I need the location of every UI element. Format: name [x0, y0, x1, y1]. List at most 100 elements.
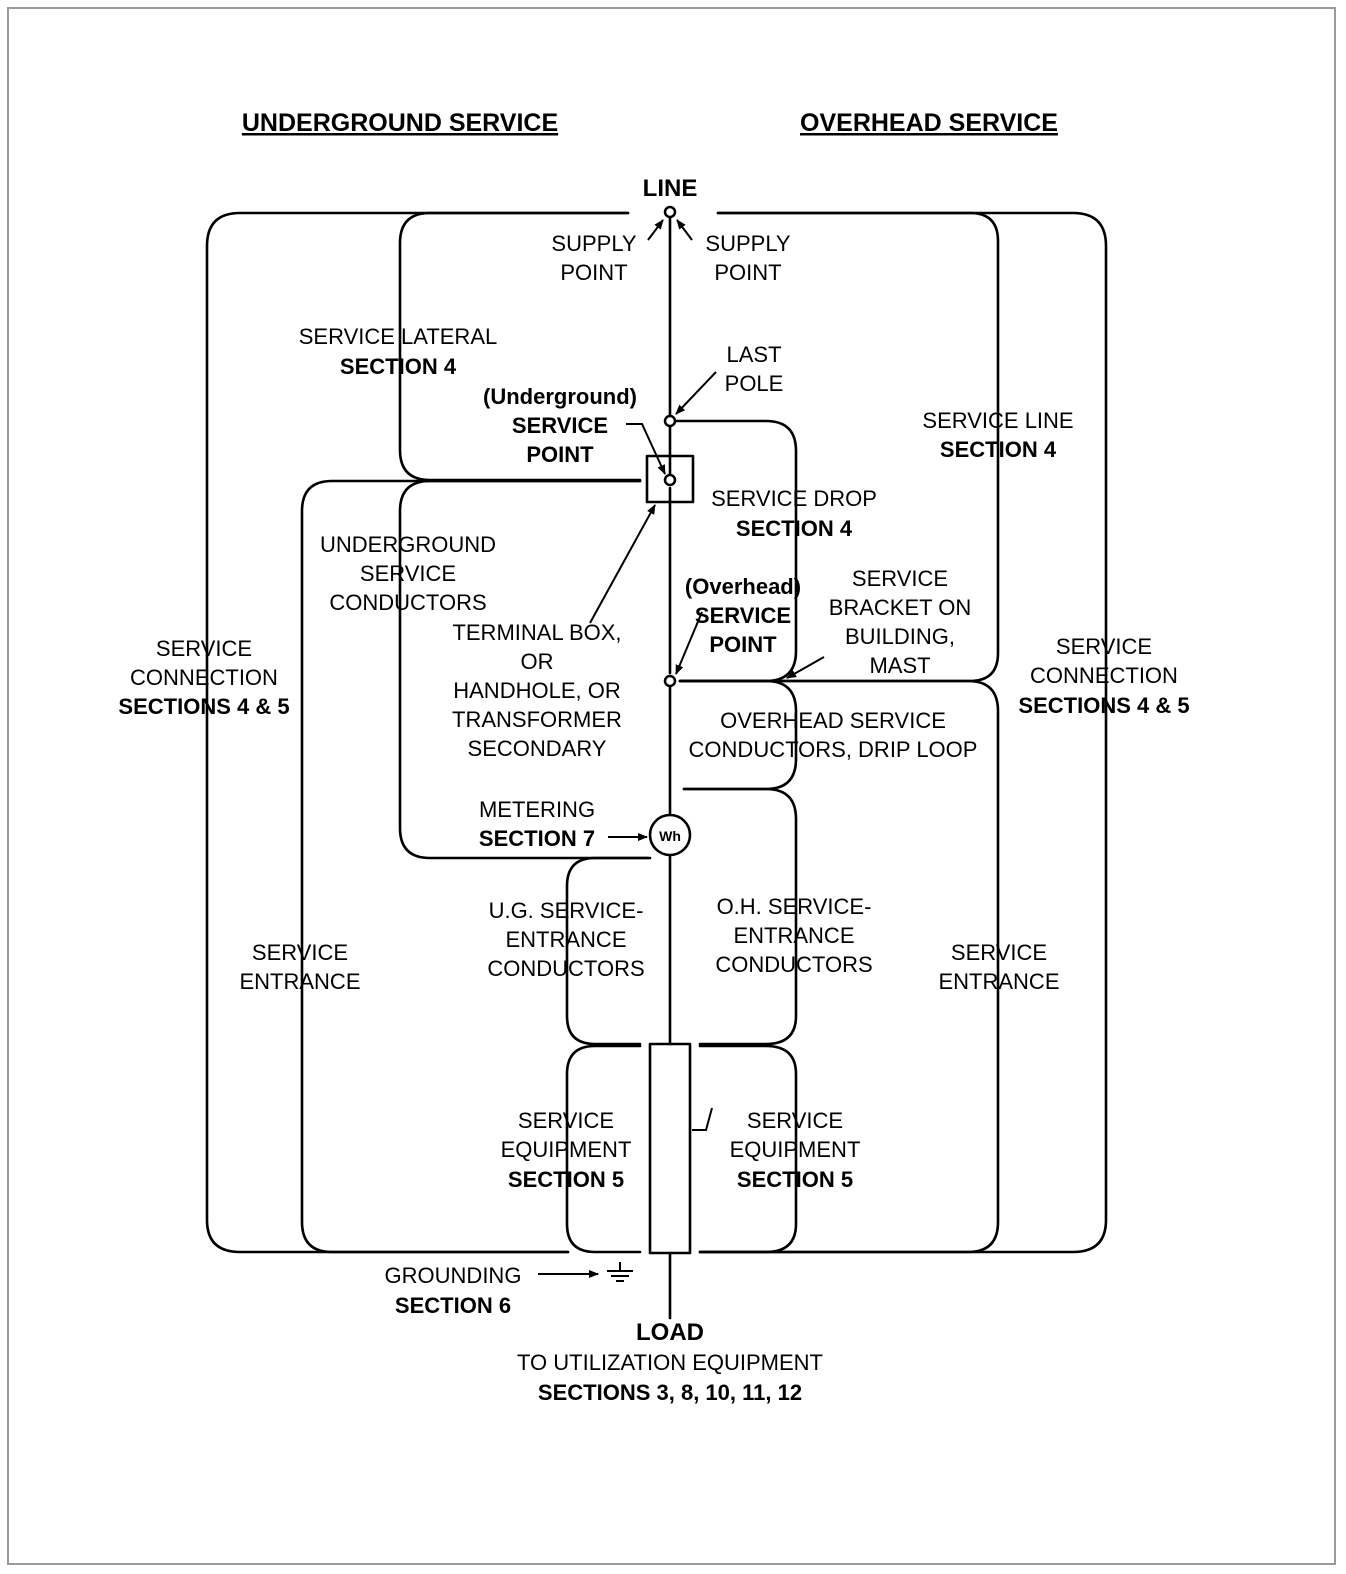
arrow-supply-point-left: [647, 219, 664, 241]
bracket-ug-entrance-conductors: [565, 856, 652, 1046]
svg-text:SECTION 6: SECTION 6: [395, 1293, 511, 1318]
svg-text:SECTION 4: SECTION 4: [340, 354, 457, 379]
bracket-service-equipment-right: [698, 1044, 798, 1254]
bracket-service-drop: [674, 419, 798, 683]
svg-text:ENTRANCE: ENTRANCE: [505, 927, 626, 952]
svg-text:SERVICE: SERVICE: [951, 940, 1047, 965]
service-bracket-label: SERVICE BRACKET ON BUILDING, MAST: [829, 566, 972, 678]
svg-text:TO UTILIZATION EQUIPMENT: TO UTILIZATION EQUIPMENT: [517, 1350, 823, 1375]
svg-text:SECTION 7: SECTION 7: [479, 826, 595, 851]
svg-text:TERMINAL BOX,: TERMINAL BOX,: [452, 620, 621, 645]
svg-text:BUILDING,: BUILDING,: [845, 624, 955, 649]
bracket-overhead-conductors: [678, 679, 798, 791]
bracket-service-connection-left: [205, 211, 630, 1254]
svg-text:OR: OR: [521, 649, 554, 674]
grounding-label: GROUNDING SECTION 6: [385, 1263, 522, 1318]
svg-text:POINT: POINT: [526, 442, 594, 467]
svg-text:SECTION 4: SECTION 4: [940, 437, 1057, 462]
bracket-service-entrance-right: [678, 679, 1000, 1254]
terminal-box: [645, 454, 695, 504]
bracket-service-lateral: [398, 211, 642, 482]
service-equipment-right-label: SERVICE EQUIPMENT SECTION 5: [730, 1108, 861, 1192]
arrow-last-pole: [675, 371, 717, 415]
svg-text:UNDERGROUND: UNDERGROUND: [320, 532, 496, 557]
svg-text:SERVICE: SERVICE: [518, 1108, 614, 1133]
svg-text:SERVICE: SERVICE: [252, 940, 348, 965]
svg-text:SERVICE: SERVICE: [852, 566, 948, 591]
bracket-service-line: [678, 211, 1000, 683]
svg-text:SERVICE: SERVICE: [360, 561, 456, 586]
svg-text:EQUIPMENT: EQUIPMENT: [501, 1137, 632, 1162]
svg-text:SERVICE: SERVICE: [512, 413, 608, 438]
load-label: LOAD TO UTILIZATION EQUIPMENT SECTIONS 3…: [517, 1319, 823, 1405]
supply-point-right-label: SUPPLY POINT: [705, 231, 791, 285]
service-entrance-left-label: SERVICE ENTRANCE: [239, 940, 360, 994]
service-drop-label: SERVICE DROP SECTION 4: [711, 486, 877, 541]
bracket-service-entrance-left: [300, 479, 642, 1254]
svg-text:LAST: LAST: [726, 342, 781, 367]
svg-text:O.H. SERVICE-: O.H. SERVICE-: [717, 894, 872, 919]
svg-text:CONDUCTORS, DRIP LOOP: CONDUCTORS, DRIP LOOP: [689, 737, 978, 762]
svg-text:POINT: POINT: [709, 632, 777, 657]
svg-text:SERVICE LATERAL: SERVICE LATERAL: [299, 324, 497, 349]
page-frame: [7, 7, 1336, 1565]
service-connection-left-label: SERVICE CONNECTION SECTIONS 4 & 5: [118, 636, 289, 719]
heading-underground-service: UNDERGROUND SERVICE: [242, 109, 558, 137]
svg-text:SERVICE: SERVICE: [695, 603, 791, 628]
svg-text:SECONDARY: SECONDARY: [468, 736, 607, 761]
service-equipment-left-label: SERVICE EQUIPMENT SECTION 5: [501, 1108, 632, 1192]
service-lateral-label: SERVICE LATERAL SECTION 4: [299, 324, 497, 379]
svg-text:CONNECTION: CONNECTION: [130, 665, 278, 690]
oh-service-point-node: [663, 674, 677, 688]
arrow-terminal-box: [589, 504, 656, 624]
arrow-supply-point-right: [676, 219, 693, 241]
svg-text:SECTIONS 3, 8, 10, 11, 12: SECTIONS 3, 8, 10, 11, 12: [538, 1380, 802, 1405]
service-equipment-box: [648, 1042, 692, 1255]
meter-symbol: [648, 813, 692, 857]
svg-text:POINT: POINT: [714, 260, 781, 285]
svg-text:ENTRANCE: ENTRANCE: [938, 969, 1059, 994]
bracket-service-equipment-left: [565, 1044, 642, 1254]
bracket-underground-conductors: [398, 479, 650, 860]
svg-text:SECTIONS 4 & 5: SECTIONS 4 & 5: [1018, 693, 1189, 718]
svg-text:SERVICE: SERVICE: [156, 636, 252, 661]
svg-text:HANDHOLE, OR: HANDHOLE, OR: [453, 678, 620, 703]
service-line-label: SERVICE LINE SECTION 4: [922, 408, 1073, 462]
svg-text:TRANSFORMER: TRANSFORMER: [452, 707, 622, 732]
arrow-oh-service-point: [675, 611, 703, 675]
supply-point-left-label: SUPPLY POINT: [551, 231, 637, 285]
supply-point-node: [663, 205, 677, 219]
svg-text:SERVICE DROP: SERVICE DROP: [711, 486, 877, 511]
ug-service-point-label: (Underground) SERVICE POINT: [483, 384, 637, 467]
ug-service-point-node: [663, 473, 677, 487]
svg-text:EQUIPMENT: EQUIPMENT: [730, 1137, 861, 1162]
svg-text:U.G. SERVICE-: U.G. SERVICE-: [489, 898, 644, 923]
oh-service-point-label: (Overhead) SERVICE POINT: [685, 574, 801, 657]
svg-text:SERVICE LINE: SERVICE LINE: [922, 408, 1073, 433]
metering-label: METERING SECTION 7: [479, 797, 595, 851]
svg-text:CONDUCTORS: CONDUCTORS: [715, 952, 872, 977]
svg-text:CONDUCTORS: CONDUCTORS: [329, 590, 486, 615]
svg-text:METERING: METERING: [479, 797, 595, 822]
line-label: LINE: [643, 175, 698, 202]
oh-entrance-conductors-label: O.H. SERVICE- ENTRANCE CONDUCTORS: [715, 894, 872, 977]
svg-text:SUPPLY: SUPPLY: [551, 231, 637, 256]
svg-text:BRACKET ON: BRACKET ON: [829, 595, 972, 620]
heading-overhead-service: OVERHEAD SERVICE: [800, 109, 1058, 137]
bracket-oh-entrance-conductors: [682, 787, 798, 1046]
last-pole-label: LAST POLE: [725, 342, 784, 396]
disconnect-switch-symbol: [692, 1107, 713, 1131]
svg-text:POLE: POLE: [725, 371, 784, 396]
terminal-box-label: TERMINAL BOX, OR HANDHOLE, OR TRANSFORME…: [452, 620, 622, 761]
svg-text:SUPPLY: SUPPLY: [705, 231, 791, 256]
ug-entrance-conductors-label: U.G. SERVICE- ENTRANCE CONDUCTORS: [487, 898, 644, 981]
svg-text:ENTRANCE: ENTRANCE: [239, 969, 360, 994]
meter-label: Wh: [659, 828, 681, 844]
svg-text:SECTIONS 4 & 5: SECTIONS 4 & 5: [118, 694, 289, 719]
oh-service-conductors-label: OVERHEAD SERVICE CONDUCTORS, DRIP LOOP: [689, 708, 978, 762]
svg-text:SECTION 5: SECTION 5: [737, 1167, 853, 1192]
svg-text:OVERHEAD SERVICE: OVERHEAD SERVICE: [720, 708, 946, 733]
svg-text:SECTION 4: SECTION 4: [736, 516, 853, 541]
svg-text:POINT: POINT: [560, 260, 627, 285]
